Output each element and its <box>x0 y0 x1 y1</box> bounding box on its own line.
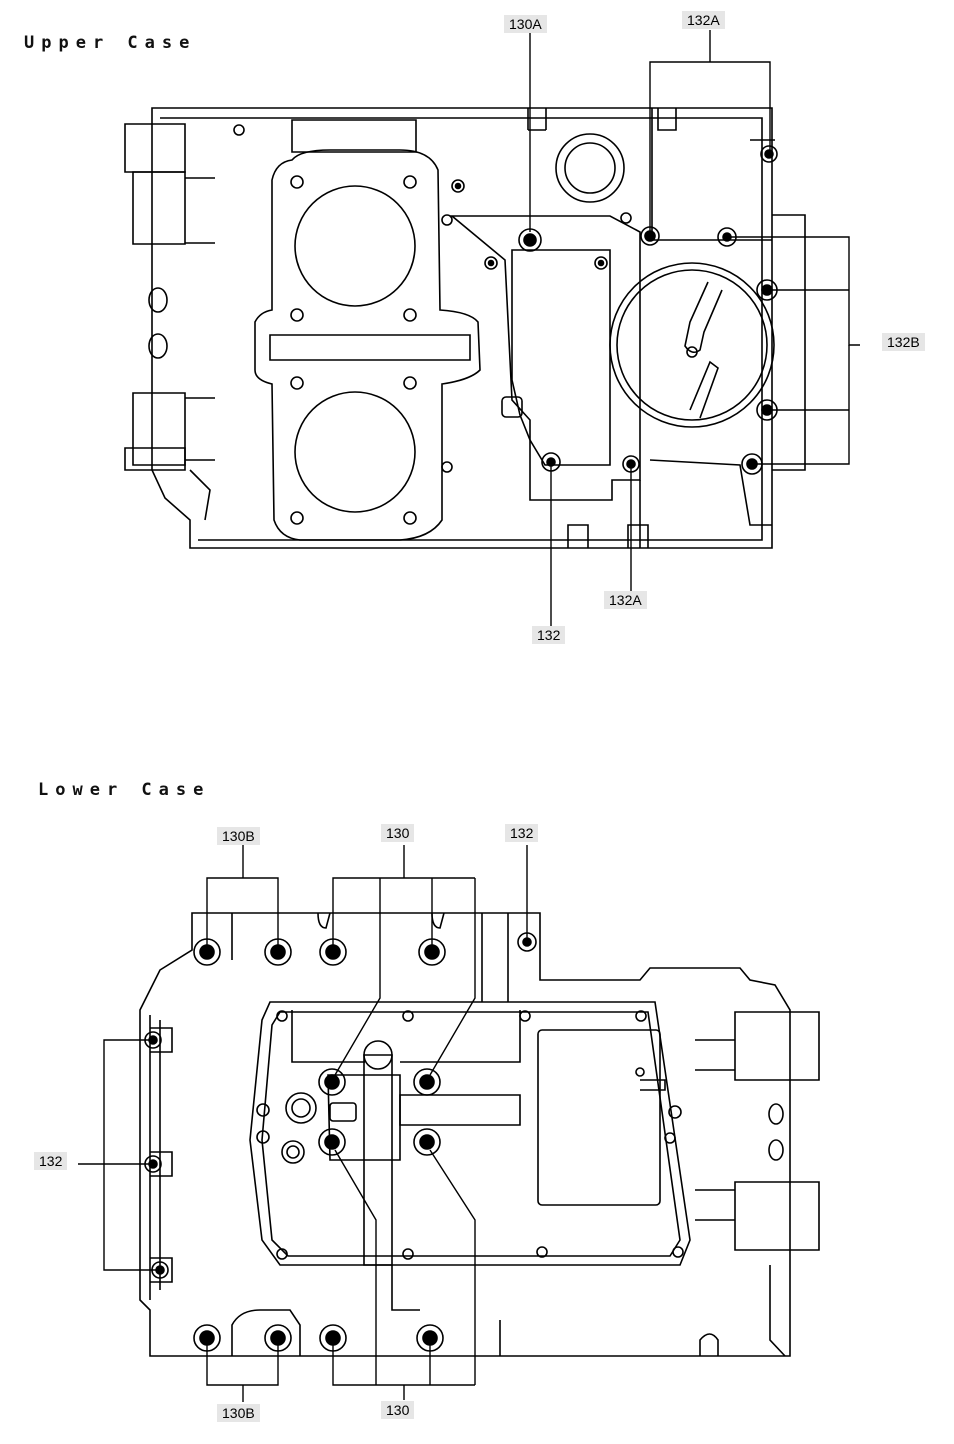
label-130b-top: 130B <box>217 827 260 845</box>
upper-case-outline <box>125 108 805 548</box>
label-132-left: 132 <box>34 1152 68 1170</box>
lower-case-title: Lower Case <box>38 780 211 800</box>
bolt-130-inner-2 <box>414 1069 440 1095</box>
label-130a-upper: 130A <box>504 15 547 33</box>
label-132-upper: 132 <box>532 626 566 644</box>
lower-case-leaders <box>78 845 527 1402</box>
lower-case-outline <box>140 913 819 1356</box>
upper-case-bolts <box>234 125 777 474</box>
bolt-130-inner-1 <box>319 1069 345 1095</box>
label-132a-bottom: 132A <box>604 591 647 609</box>
label-132-top: 132 <box>505 824 539 842</box>
label-130b-bottom: 130B <box>217 1404 260 1422</box>
bolt-132a-top <box>761 146 777 162</box>
upper-case-title: Upper Case <box>24 33 197 53</box>
label-130-top: 130 <box>381 824 415 842</box>
upper-case-leaders <box>530 30 860 628</box>
label-130-bottom: 130 <box>381 1401 415 1419</box>
lower-case-bolts <box>145 933 536 1351</box>
bolt-130-inner-4 <box>414 1129 440 1155</box>
label-132b: 132B <box>882 333 925 351</box>
bolt-130-inner-3 <box>319 1129 345 1155</box>
bolt-130a <box>519 229 541 251</box>
label-132a-top: 132A <box>682 11 725 29</box>
